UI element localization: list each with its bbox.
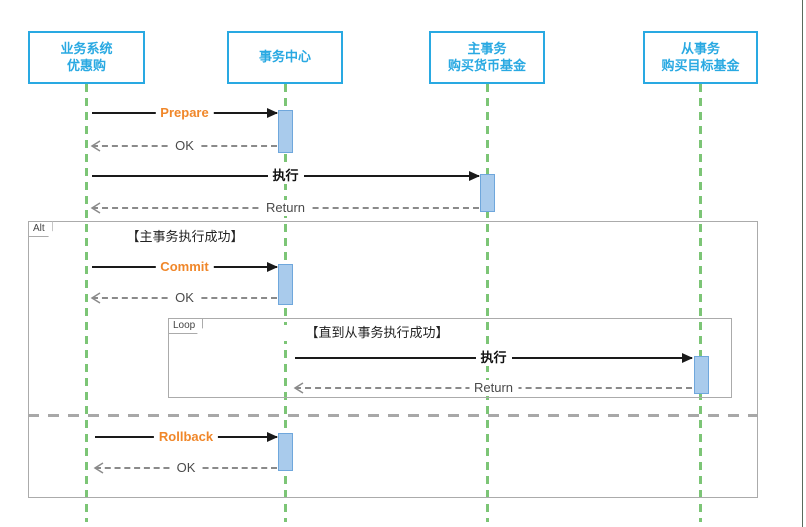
message-execute-slave: 执行 xyxy=(295,350,693,366)
arrowhead-solid-icon xyxy=(682,353,693,363)
message-label: Commit xyxy=(155,259,214,275)
message-ok-3: OK xyxy=(93,460,277,476)
message-commit: Commit xyxy=(92,259,278,275)
actor-label: 购买货币基金 xyxy=(447,57,526,73)
arrowhead-open-icon xyxy=(90,202,101,214)
arrowhead-open-icon xyxy=(90,140,101,152)
page-edge-line xyxy=(802,0,803,527)
arrowhead-solid-icon xyxy=(267,108,278,118)
message-label: Return xyxy=(468,380,519,396)
activation-bar xyxy=(278,264,293,305)
actor-label: 事务中心 xyxy=(258,49,311,65)
loop-frame-label: Loop xyxy=(168,318,204,334)
arrowhead-solid-icon xyxy=(469,171,480,181)
actor-label: 优惠购 xyxy=(66,57,106,73)
message-return-main: Return xyxy=(90,200,479,216)
message-label: 执行 xyxy=(267,168,304,184)
message-ok-1: OK xyxy=(90,138,277,154)
arrowhead-open-icon xyxy=(90,292,101,304)
message-label: Rollback xyxy=(153,429,219,445)
lifeline-business-system xyxy=(85,84,88,522)
alt-frame: Alt xyxy=(28,221,758,498)
actor-box-slave-transaction: 从事务 购买目标基金 xyxy=(643,31,758,84)
message-label: Prepare xyxy=(155,105,214,121)
actor-box-main-transaction: 主事务 购买货币基金 xyxy=(429,31,545,84)
message-label: OK xyxy=(170,138,199,154)
activation-bar xyxy=(694,356,709,394)
actor-label: 主事务 xyxy=(467,41,507,57)
activation-bar xyxy=(278,110,293,153)
actor-box-transaction-center: 事务中心 xyxy=(227,31,343,84)
lifeline-slave-transaction xyxy=(699,84,702,522)
activation-bar xyxy=(480,174,495,212)
alt-frame-label: Alt xyxy=(28,221,53,237)
message-label: OK xyxy=(171,460,201,476)
message-prepare: Prepare xyxy=(92,105,278,121)
arrowhead-open-icon xyxy=(93,462,104,474)
loop-condition: 【直到从事务执行成功】 xyxy=(277,325,477,341)
lifeline-main-transaction xyxy=(486,84,489,522)
message-label: Return xyxy=(260,200,311,216)
alt-separator xyxy=(28,414,758,417)
actor-label: 业务系统 xyxy=(60,41,113,57)
alt-condition: 【主事务执行成功】 xyxy=(90,229,280,245)
activation-bar xyxy=(278,433,293,471)
message-rollback: Rollback xyxy=(95,429,278,445)
actor-box-business-system: 业务系统 优惠购 xyxy=(28,31,145,84)
loop-frame: Loop xyxy=(168,318,732,398)
message-return-slave: Return xyxy=(293,380,692,396)
message-label: OK xyxy=(170,290,199,306)
arrowhead-solid-icon xyxy=(267,432,278,442)
actor-label: 购买目标基金 xyxy=(661,57,740,73)
arrowhead-solid-icon xyxy=(267,262,278,272)
message-label: 执行 xyxy=(475,350,512,366)
actor-label: 从事务 xyxy=(680,41,720,57)
message-execute-main: 执行 xyxy=(92,168,480,184)
arrowhead-open-icon xyxy=(293,382,304,394)
message-ok-2: OK xyxy=(90,290,277,306)
